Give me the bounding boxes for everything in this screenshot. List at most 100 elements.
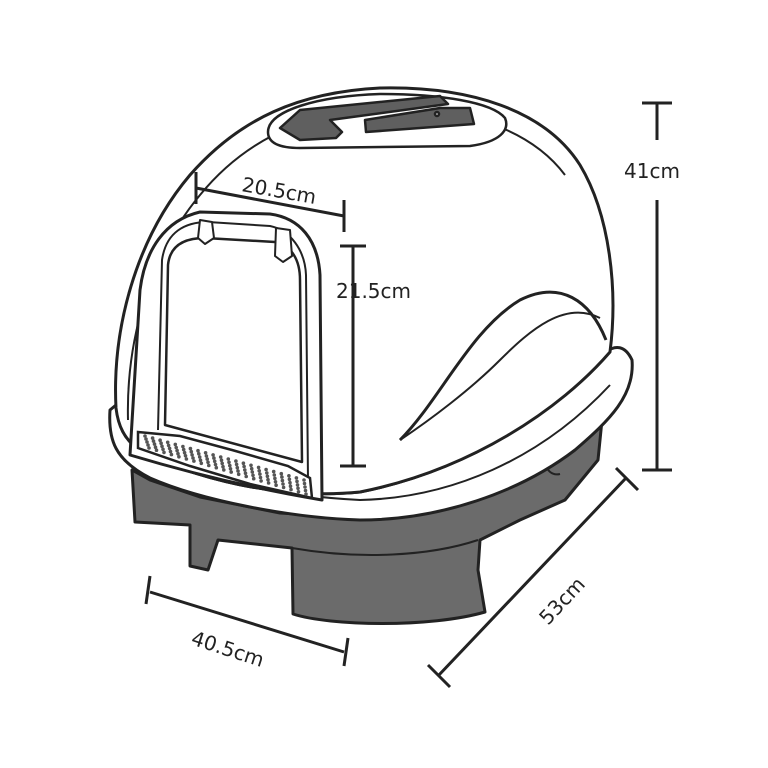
grid-dot: [249, 463, 253, 468]
grid-dot: [304, 492, 308, 496]
grid-dot: [166, 443, 171, 448]
grid-dot: [182, 450, 187, 455]
grid-dot: [257, 469, 262, 473]
grid-dot: [281, 482, 285, 486]
grid-dot: [176, 451, 180, 456]
grid-dot: [152, 442, 157, 446]
grid-dot: [296, 490, 301, 494]
grid-dot: [302, 481, 307, 486]
grid-dot: [251, 476, 256, 481]
grid-dot: [228, 467, 233, 471]
grid-dot: [264, 467, 268, 472]
grid-dot: [236, 469, 240, 473]
grid-dot: [220, 461, 224, 466]
grid-dot: [213, 462, 218, 467]
height-label: 41cm: [624, 159, 680, 183]
grid-dot: [234, 462, 239, 467]
width-label: 40.5cm: [188, 626, 267, 672]
grid-dot: [273, 480, 278, 484]
grid-dot: [173, 442, 178, 447]
grid-dot: [243, 468, 247, 472]
grid-dot: [251, 473, 255, 478]
grid-dot: [265, 474, 270, 479]
grid-dot: [265, 471, 269, 475]
grid-dot: [191, 456, 195, 460]
grid-dot: [294, 476, 299, 480]
grid-dot: [207, 463, 211, 468]
grid-dot: [151, 439, 156, 443]
grid-dot: [177, 455, 181, 459]
grid-dot: [288, 480, 292, 485]
grid-dot: [197, 455, 202, 459]
door-height-label: 21.5cm: [336, 279, 411, 303]
grid-dot: [153, 445, 158, 450]
grid-dot: [168, 449, 173, 454]
grid-dot: [154, 448, 159, 453]
grid-dot: [259, 479, 263, 483]
front-door-opening: [128, 210, 324, 502]
grid-dot: [181, 447, 186, 452]
grid-dot: [204, 454, 209, 458]
grid-dot: [295, 479, 299, 484]
grid-dot: [289, 487, 293, 492]
grid-dot: [280, 475, 284, 479]
grid-dot: [165, 440, 170, 445]
grid-dot: [211, 453, 215, 457]
grid-dot: [169, 452, 174, 457]
grid-dot: [205, 457, 209, 461]
carry-handle: [278, 94, 476, 142]
grid-dot: [183, 454, 188, 458]
grid-dot: [258, 475, 263, 480]
grid-dot: [212, 456, 216, 460]
grid-dot: [229, 470, 233, 474]
grid-dot: [266, 481, 271, 485]
grid-dot: [287, 477, 292, 482]
grid-dot: [158, 438, 162, 443]
grid-dot: [190, 453, 194, 457]
grid-dot: [274, 483, 278, 488]
depth-label: 53cm: [534, 572, 590, 629]
door-width-dimension-line: [195, 186, 345, 218]
depth-dimension-line: [436, 476, 628, 678]
grid-dot: [203, 451, 208, 455]
grid-dot: [303, 485, 307, 489]
grid-dot: [175, 448, 179, 453]
grid-dot: [196, 448, 200, 453]
grid-dot: [256, 465, 261, 470]
grid-dot: [302, 478, 306, 482]
grid-dot: [181, 444, 185, 449]
grid-dot: [296, 486, 300, 491]
grid-dot: [146, 443, 150, 447]
grid-dot: [303, 488, 308, 493]
grid-dot: [288, 484, 293, 489]
grid-dot: [219, 458, 224, 463]
grid-dot: [159, 441, 163, 446]
grid-dot: [192, 459, 196, 463]
grid-dot: [160, 444, 164, 449]
grid-dot: [147, 446, 151, 450]
grid-dot: [143, 434, 147, 438]
grid-dot: [249, 466, 254, 471]
grid-dot: [250, 470, 255, 474]
grid-dot: [242, 464, 246, 469]
grid-dot: [197, 452, 201, 456]
grid-dot: [150, 436, 155, 440]
grid-dot: [218, 455, 223, 459]
grid-dot: [214, 465, 219, 470]
grid-dot: [266, 477, 270, 482]
grid-dot: [222, 468, 226, 472]
grid-dot: [198, 458, 203, 463]
grid-dot: [221, 464, 225, 469]
grid-dot: [281, 485, 286, 490]
grid-dot: [228, 463, 232, 468]
grid-dot: [212, 459, 217, 464]
grid-dot: [272, 473, 277, 477]
grid-dot: [243, 471, 248, 476]
grid-dot: [227, 460, 231, 465]
grid-dot: [162, 450, 166, 455]
grid-dot: [280, 478, 285, 483]
grid-dot: [167, 446, 172, 451]
grid-dot: [206, 460, 210, 465]
